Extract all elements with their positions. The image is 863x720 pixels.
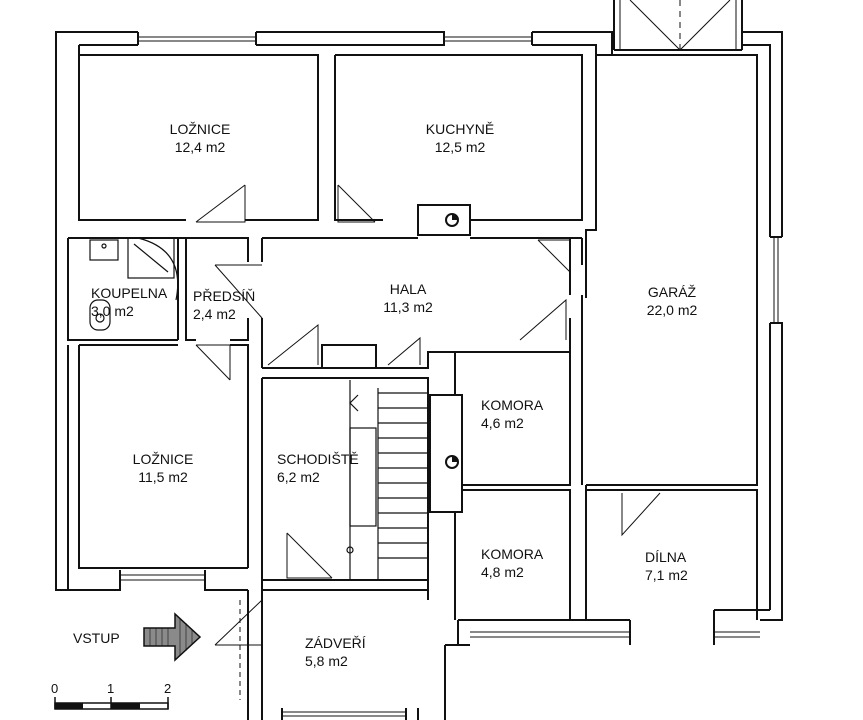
room-dilna: DÍLNA 7,1 m2 <box>645 548 688 584</box>
scale-bar <box>54 697 169 710</box>
room-name: ZÁDVEŘÍ <box>305 635 366 651</box>
room-kuchyne: KUCHYNĚ 12,5 m2 <box>410 120 510 156</box>
chimney-icons <box>445 213 459 469</box>
entrance-label: VSTUP <box>73 630 120 646</box>
room-komora-2: KOMORA 4,8 m2 <box>481 545 543 581</box>
room-name: LOŽNICE <box>169 121 231 137</box>
room-area: 4,8 m2 <box>481 564 524 580</box>
room-loznice-bottom: LOŽNICE 11,5 m2 <box>113 450 213 486</box>
room-name: GARÁŽ <box>647 284 697 300</box>
room-zadveri: ZÁDVEŘÍ 5,8 m2 <box>305 634 366 670</box>
room-name: KOMORA <box>481 546 544 562</box>
room-garaz: GARÁŽ 22,0 m2 <box>622 283 722 319</box>
room-predsin: PŘEDSÍŇ 2,4 m2 <box>193 287 255 323</box>
scale-label-2: 2 <box>164 681 172 696</box>
room-loznice-top: LOŽNICE 12,4 m2 <box>150 120 250 156</box>
room-name: DÍLNA <box>645 549 687 565</box>
room-area: 5,8 m2 <box>305 653 348 669</box>
room-area: 11,3 m2 <box>383 299 433 315</box>
outer-walls <box>55 31 783 720</box>
room-area: 11,5 m2 <box>138 469 188 485</box>
room-name: KOUPELNA <box>91 285 168 301</box>
room-area: 22,0 m2 <box>646 302 698 318</box>
room-hala: HALA 11,3 m2 <box>358 280 458 316</box>
room-area: 12,5 m2 <box>434 139 486 155</box>
bathroom-fixtures <box>89 237 179 331</box>
room-name: SCHODIŠTĚ <box>277 451 359 467</box>
staircase <box>346 380 428 580</box>
room-name: HALA <box>389 281 427 297</box>
door-swings <box>195 184 661 700</box>
scale-label-1: 1 <box>107 681 115 696</box>
room-komora-1: KOMORA 4,6 m2 <box>481 396 543 432</box>
center-rooms <box>261 54 583 600</box>
room-area: 3,0 m2 <box>91 303 134 319</box>
entrance-arrow-icon <box>143 612 202 662</box>
room-schodiste: SCHODIŠTĚ 6,2 m2 <box>277 450 359 486</box>
room-area: 7,1 m2 <box>645 567 688 583</box>
room-name: KOMORA <box>481 397 544 413</box>
room-name: LOŽNICE <box>132 451 194 467</box>
room-name: PŘEDSÍŇ <box>193 288 256 304</box>
room-area: 4,6 m2 <box>481 415 524 431</box>
room-area: 6,2 m2 <box>277 469 320 485</box>
room-name: KUCHYNĚ <box>425 121 495 137</box>
room-area: 12,4 m2 <box>174 139 226 155</box>
room-area: 2,4 m2 <box>193 306 236 322</box>
right-rooms <box>429 0 758 620</box>
room-koupelna: KOUPELNA 3,0 m2 <box>91 284 167 320</box>
scale-label-0: 0 <box>51 681 59 696</box>
